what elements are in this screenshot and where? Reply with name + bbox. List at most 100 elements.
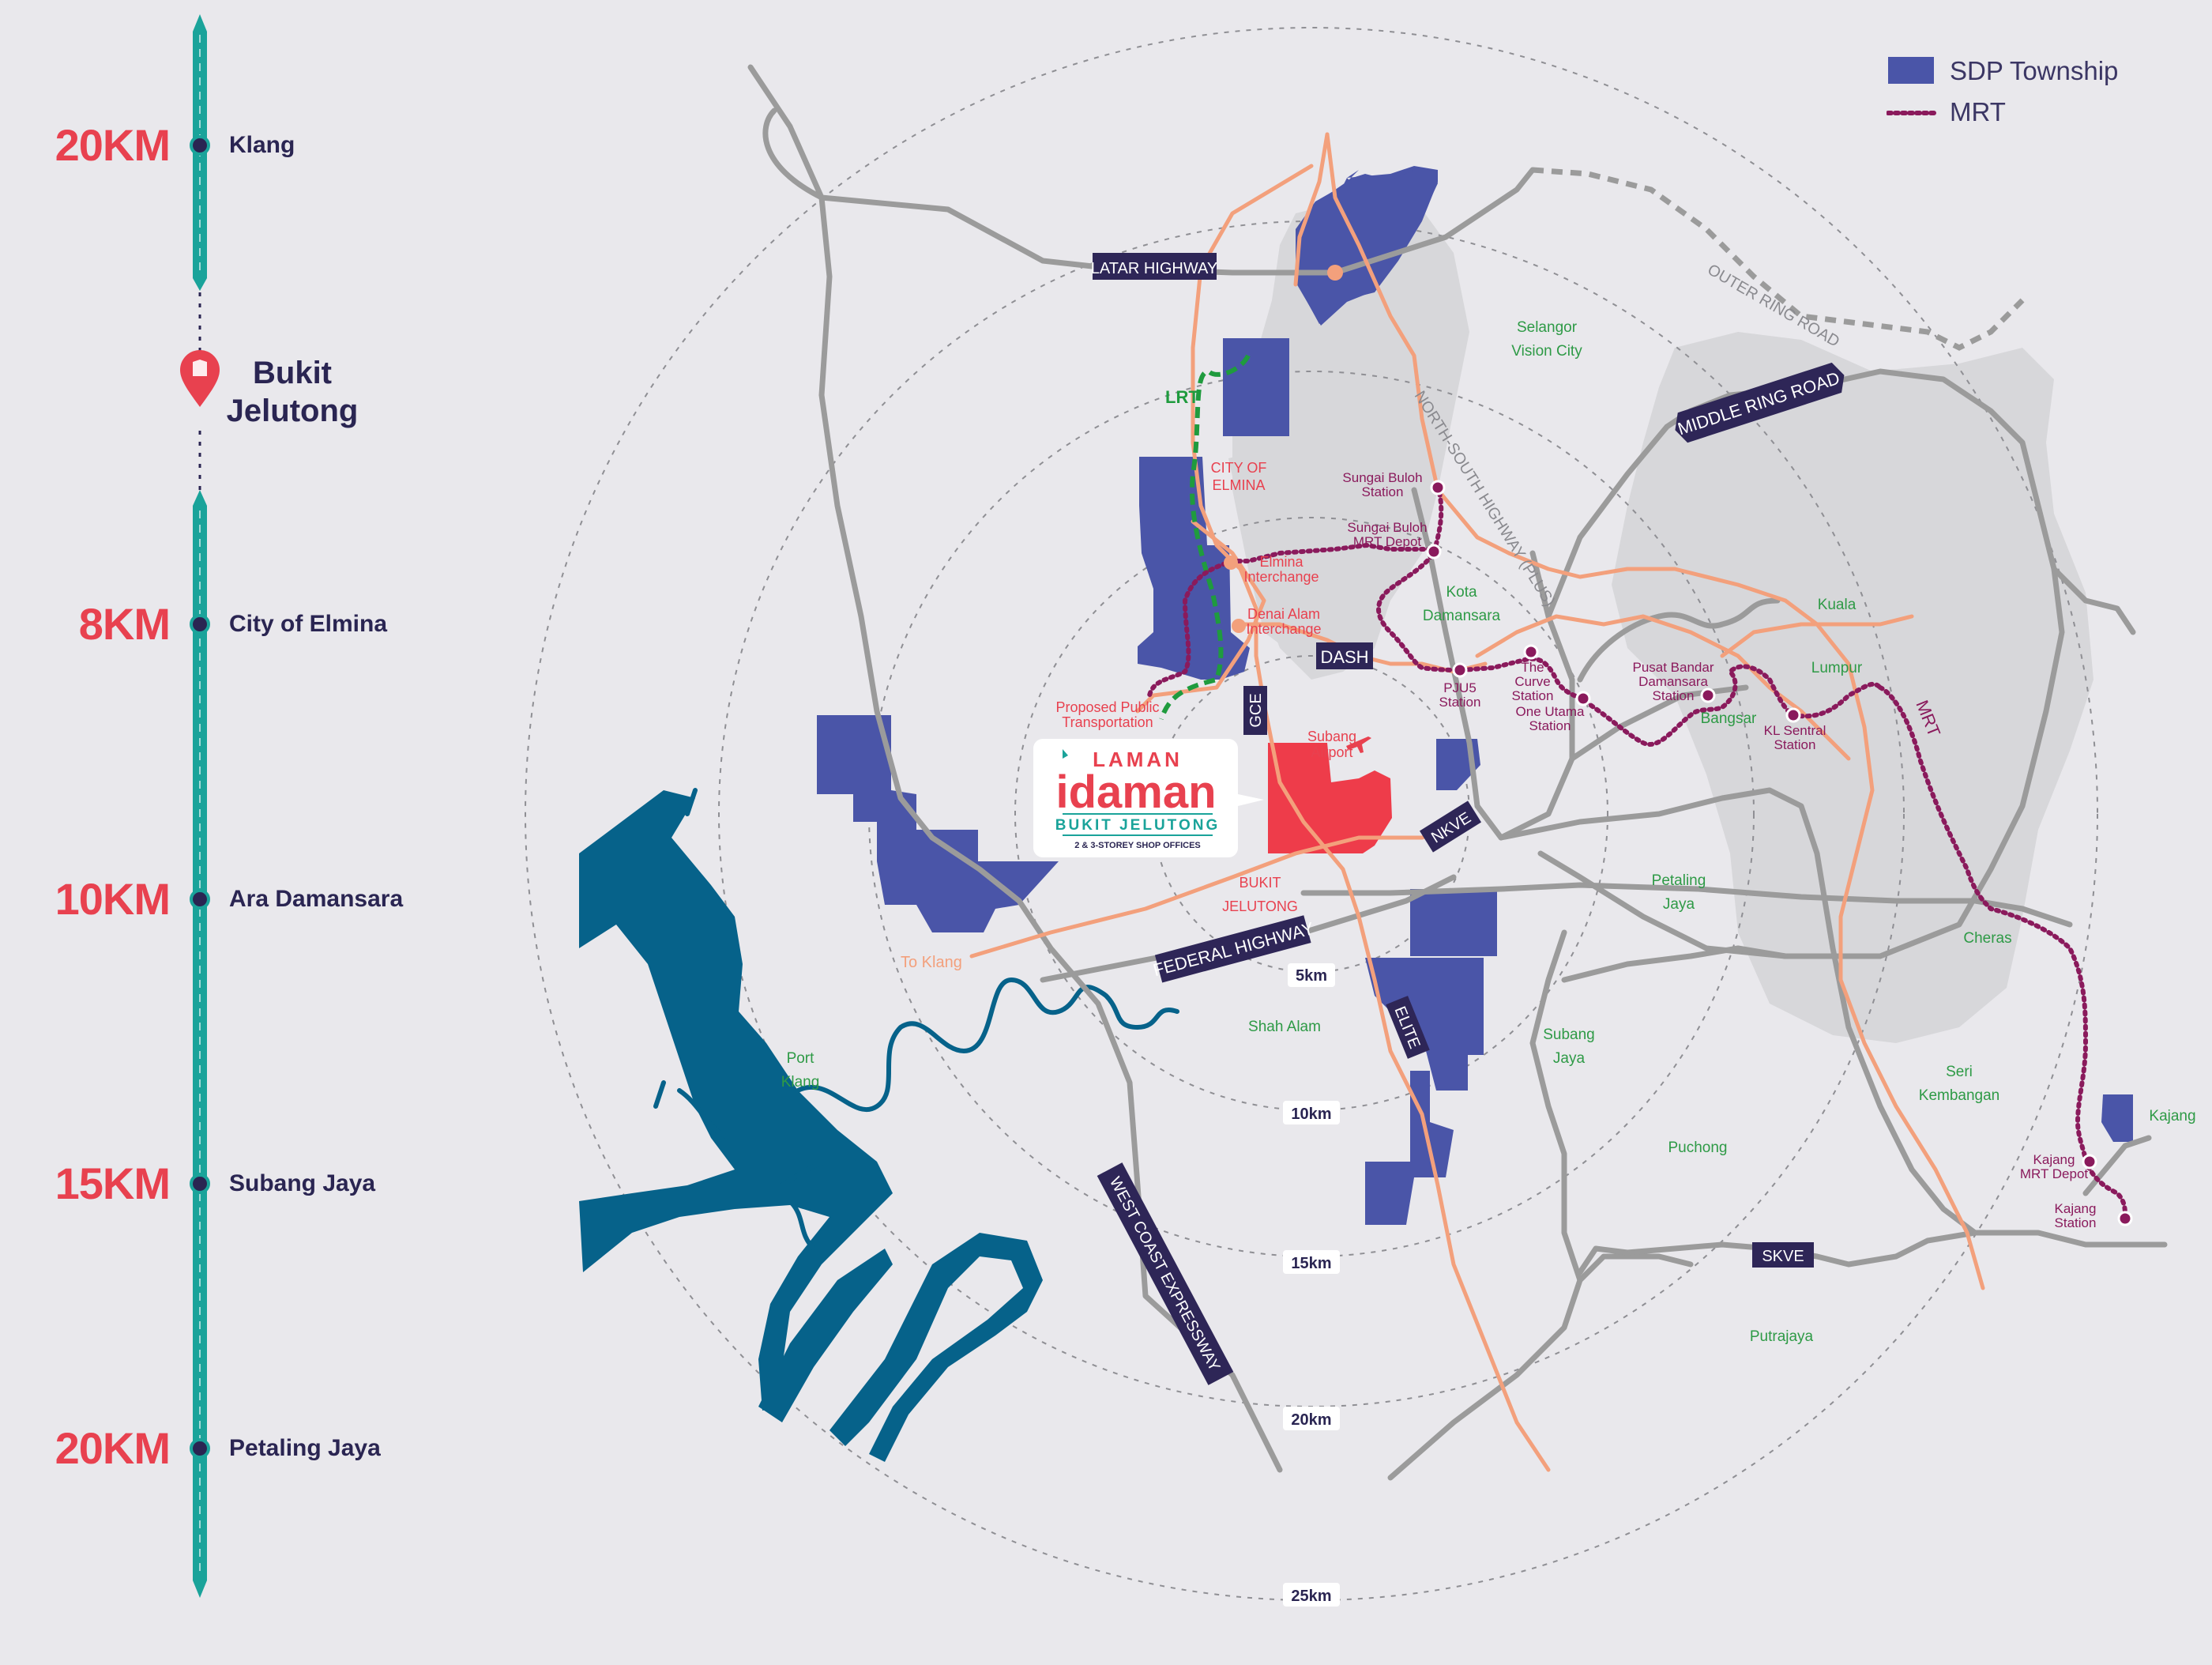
- svg-text:15km: 15km: [1291, 1255, 1331, 1272]
- svg-text:Port: Port: [787, 1050, 815, 1067]
- svg-text:25km: 25km: [1291, 1588, 1331, 1605]
- svg-text:LRT: LRT: [1165, 387, 1199, 407]
- grey-roads: [747, 64, 2168, 1481]
- svg-text:Sungai Buloh: Sungai Buloh: [1342, 470, 1422, 485]
- svg-text:MRT Depot: MRT Depot: [1353, 534, 1422, 549]
- svg-text:Bangsar: Bangsar: [1701, 710, 1757, 727]
- river: [579, 790, 1043, 1462]
- svg-text:Station: Station: [1362, 484, 1404, 499]
- svg-text:CITY OF: CITY OF: [1211, 460, 1267, 476]
- place-label: City of Elmina: [229, 611, 388, 637]
- denai-alam-interchange-dot: [1232, 619, 1246, 633]
- svg-text:5km: 5km: [1296, 967, 1327, 985]
- mrt-legend-label: MRT: [1950, 97, 2006, 126]
- sdp-townships: [817, 166, 2133, 1225]
- place-label: Petaling Jaya: [229, 1435, 381, 1461]
- svg-text:Curve: Curve: [1514, 674, 1550, 689]
- mrt-legend-swatch: [1887, 111, 1937, 115]
- svg-text:Kuala: Kuala: [1818, 597, 1856, 613]
- place-label: Klang: [229, 132, 295, 158]
- svg-text:Interchange: Interchange: [1246, 621, 1321, 637]
- svg-text:Lumpur: Lumpur: [1811, 660, 1863, 676]
- svg-text:LATAR HIGHWAY: LATAR HIGHWAY: [1091, 260, 1217, 277]
- svg-text:BUKIT: BUKIT: [1239, 875, 1281, 891]
- svg-text:The: The: [1521, 660, 1544, 675]
- svg-text:Elmina: Elmina: [1259, 554, 1304, 570]
- svg-text:ELMINA: ELMINA: [1212, 477, 1265, 493]
- distance-label: 20KM: [55, 1423, 171, 1473]
- svg-text:20km: 20km: [1291, 1411, 1331, 1429]
- location-pin-icon: [180, 350, 220, 407]
- airplane-icon: [1346, 736, 1371, 753]
- svg-text:Jaya: Jaya: [1663, 896, 1695, 913]
- svg-text:Station: Station: [1529, 718, 1571, 733]
- svg-text:Kajang: Kajang: [2149, 1108, 2195, 1124]
- svg-text:Transportation: Transportation: [1062, 714, 1153, 730]
- township-legend-label: SDP Township: [1950, 56, 2119, 85]
- svg-text:Station: Station: [1512, 688, 1554, 703]
- svg-text:Subang: Subang: [1307, 729, 1356, 744]
- place-label: Subang Jaya: [229, 1170, 376, 1196]
- svg-text:Station: Station: [1439, 695, 1481, 710]
- svg-text:10km: 10km: [1291, 1106, 1331, 1123]
- svg-text:Airport: Airport: [1311, 744, 1352, 760]
- distance-label: 15KM: [55, 1158, 171, 1208]
- stop-dot: [190, 1173, 210, 1194]
- orange-highways: [969, 132, 1985, 1472]
- svg-text:DASH: DASH: [1320, 647, 1368, 667]
- svg-text:Damansara: Damansara: [1423, 608, 1501, 624]
- svg-text:Putrajaya: Putrajaya: [1750, 1328, 1814, 1345]
- svg-text:Sungai Buloh: Sungai Buloh: [1347, 520, 1427, 535]
- mrt-stations: [1426, 480, 2133, 1226]
- bukit-jelutong-plot: [1268, 743, 1392, 853]
- svg-text:Station: Station: [2055, 1215, 2097, 1230]
- svg-text:Jaya: Jaya: [1553, 1050, 1586, 1067]
- svg-text:Petaling: Petaling: [1652, 872, 1706, 889]
- svg-text:LAMAN: LAMAN: [1093, 748, 1183, 771]
- svg-text:idaman: idaman: [1055, 767, 1216, 818]
- svg-text:Kembangan: Kembangan: [1919, 1087, 1999, 1104]
- place-label: Ara Damansara: [229, 886, 404, 912]
- svg-text:JELUTONG: JELUTONG: [1222, 898, 1298, 914]
- svg-text:Kajang: Kajang: [2055, 1201, 2097, 1216]
- svg-text:Pusat Bandar: Pusat Bandar: [1632, 660, 1714, 675]
- svg-text:One Utama: One Utama: [1516, 704, 1585, 719]
- stop-dot: [190, 135, 210, 156]
- svg-text:Station: Station: [1653, 688, 1695, 703]
- svg-text:Vision City: Vision City: [1511, 343, 1582, 360]
- svg-text:2 & 3-STOREY SHOP OFFICES: 2 & 3-STOREY SHOP OFFICES: [1074, 841, 1201, 850]
- svg-text:Klang: Klang: [781, 1074, 820, 1091]
- distance-timeline: [180, 14, 220, 1598]
- svg-text:To Klang: To Klang: [901, 954, 962, 971]
- lrt-line: [1159, 354, 1251, 721]
- outer-ring-road: [1532, 167, 2025, 351]
- svg-text:Kajang: Kajang: [2033, 1152, 2075, 1167]
- svg-text:Proposed Public: Proposed Public: [1055, 699, 1159, 715]
- svg-text:BUKIT JELUTONG: BUKIT JELUTONG: [1055, 817, 1220, 834]
- svg-text:Station: Station: [1774, 737, 1816, 752]
- svg-text:Interchange: Interchange: [1243, 569, 1319, 585]
- svg-text:Subang: Subang: [1543, 1026, 1595, 1043]
- township-legend-swatch: [1888, 57, 1934, 84]
- svg-text:KL Sentral: KL Sentral: [1764, 723, 1826, 738]
- laman-idaman-callout: LAMAN idaman BUKIT JELUTONG 2 & 3-STOREY…: [1033, 739, 1264, 857]
- svg-text:Cheras: Cheras: [1963, 930, 2011, 947]
- svg-text:Puchong: Puchong: [1668, 1140, 1727, 1156]
- svg-text:PJU5: PJU5: [1443, 680, 1477, 695]
- distance-label: 8KM: [78, 599, 171, 649]
- svg-text:Selangor: Selangor: [1517, 319, 1578, 336]
- distance-label: 10KM: [55, 874, 171, 924]
- destination-line2: Jelutong: [226, 394, 359, 428]
- svg-text:SKVE: SKVE: [1762, 1248, 1804, 1265]
- destination-line1: Bukit: [253, 356, 332, 390]
- svg-text:GCE: GCE: [1247, 693, 1265, 727]
- svg-text:Seri: Seri: [1946, 1064, 1973, 1080]
- stop-dot: [190, 889, 210, 910]
- svg-text:Kota: Kota: [1446, 584, 1477, 601]
- svg-text:Denai Alam: Denai Alam: [1247, 606, 1320, 622]
- svg-text:WEST COAST EXPRESSWAY: WEST COAST EXPRESSWAY: [1106, 1174, 1223, 1374]
- stop-dot: [190, 1438, 210, 1459]
- elmina-interchange-dot: [1224, 556, 1238, 570]
- svg-text:Shah Alam: Shah Alam: [1248, 1019, 1321, 1035]
